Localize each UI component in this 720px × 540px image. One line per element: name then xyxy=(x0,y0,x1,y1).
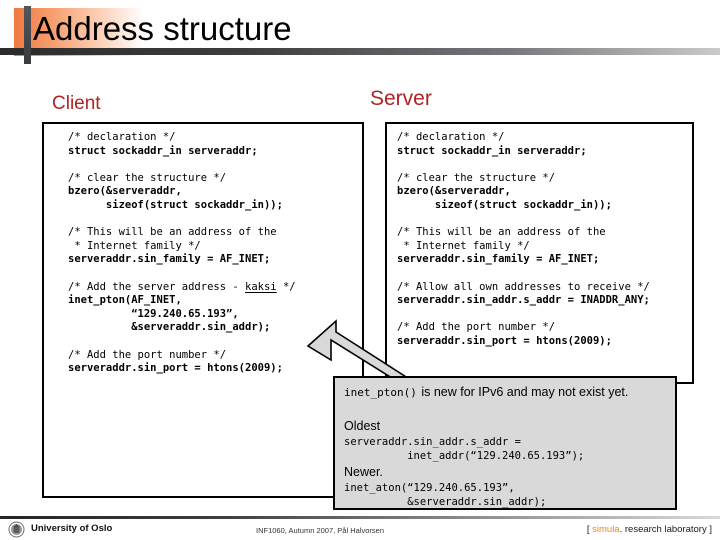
code-statement: struct sockaddr_in serveraddr; xyxy=(397,144,587,157)
spellcheck-word: kaksi xyxy=(245,280,277,293)
callout-headline-function: inet_pton() xyxy=(344,386,417,399)
code-line xyxy=(397,213,650,227)
title-horizontal-rule xyxy=(0,48,720,55)
code-comment: /* clear the structure */ xyxy=(68,171,227,184)
code-comment: /* Add the server address - xyxy=(68,280,246,293)
code-comment: /* This will be an address of the xyxy=(397,226,606,239)
code-line: struct sockaddr_in serveraddr; xyxy=(68,145,296,159)
code-line: * Internet family */ xyxy=(68,240,296,254)
code-line: /* clear the structure */ xyxy=(68,172,296,186)
code-statement: sizeof(struct sockaddr_in)); xyxy=(397,198,612,211)
code-comment: /* Add the port number */ xyxy=(397,321,556,334)
simula-bracket-close: ] xyxy=(706,524,712,535)
code-line xyxy=(68,213,296,227)
code-line: “129.240.65.193”, xyxy=(68,308,296,322)
code-comment: /* This will be an address of the xyxy=(68,226,277,239)
code-line: &serveraddr.sin_addr); xyxy=(68,321,296,335)
code-line: /* declaration */ xyxy=(397,131,650,145)
code-line: sizeof(struct sockaddr_in)); xyxy=(397,199,650,213)
client-column-heading: Client xyxy=(52,93,101,114)
server-code-listing: /* declaration */struct sockaddr_in serv… xyxy=(397,131,650,349)
code-statement: serveraddr.sin_addr.s_addr = INADDR_ANY; xyxy=(397,294,650,307)
footer-rule xyxy=(0,516,720,519)
server-code-box: /* declaration */struct sockaddr_in serv… xyxy=(385,122,694,384)
code-line: /* clear the structure */ xyxy=(397,172,650,186)
code-line: sizeof(struct sockaddr_in)); xyxy=(68,199,296,213)
callout-arrow-icon xyxy=(306,319,415,388)
code-comment: /* declaration */ xyxy=(397,131,505,143)
callout-headline-text: is new for IPv6 and may not exist yet. xyxy=(421,385,629,399)
code-statement: serveraddr.sin_port = htons(2009); xyxy=(68,362,283,375)
code-statement: inet_pton(AF_INET, xyxy=(68,294,182,307)
page-title: Address structure xyxy=(33,10,292,47)
code-line: /* Add the server address - kaksi */ xyxy=(68,281,296,295)
code-line: serveraddr.sin_port = htons(2009); xyxy=(397,335,650,349)
code-line: /* Allow all own addresses to receive */ xyxy=(397,281,650,295)
code-statement: bzero(&serveraddr, xyxy=(397,185,511,198)
title-vertical-bar xyxy=(24,6,31,64)
footer-course-info: INF1060, Autumn 2007, Pål Halvorsen xyxy=(256,526,384,535)
code-comment: * Internet family */ xyxy=(68,239,201,252)
code-line: bzero(&serveraddr, xyxy=(397,185,650,199)
code-line: /* declaration */ xyxy=(68,131,296,145)
code-line: /* This will be an address of the xyxy=(397,226,650,240)
code-line: serveraddr.sin_port = htons(2009); xyxy=(68,362,296,376)
callout-box: inet_pton() is new for IPv6 and may not … xyxy=(333,376,677,510)
code-line: struct sockaddr_in serveraddr; xyxy=(397,145,650,159)
code-comment: /* clear the structure */ xyxy=(397,171,556,184)
slide-title-bar: Address structure xyxy=(0,0,720,64)
university-seal-icon xyxy=(8,521,25,538)
server-column-heading: Server xyxy=(370,87,432,110)
simula-logo: [ simula. research laboratory ] xyxy=(587,524,712,535)
code-statement: serveraddr.sin_family = AF_INET; xyxy=(397,253,600,266)
code-line: /* Add the port number */ xyxy=(68,349,296,363)
code-line xyxy=(397,308,650,322)
callout-oldest-code: serveraddr.sin_addr.s_addr = inet_addr(“… xyxy=(344,436,585,462)
code-comment: * Internet family */ xyxy=(397,239,530,252)
code-statement: sizeof(struct sockaddr_in)); xyxy=(68,198,283,211)
code-line xyxy=(68,158,296,172)
code-statement: serveraddr.sin_family = AF_INET; xyxy=(68,253,271,266)
callout-newer-label: Newer. xyxy=(344,465,383,479)
code-line: /* This will be an address of the xyxy=(68,226,296,240)
code-line: bzero(&serveraddr, xyxy=(68,185,296,199)
code-comment: /* Allow all own addresses to receive */ xyxy=(397,280,650,293)
code-line xyxy=(68,335,296,349)
client-code-box: /* declaration */struct sockaddr_in serv… xyxy=(42,122,364,498)
code-line: inet_pton(AF_INET, xyxy=(68,294,296,308)
code-comment: */ xyxy=(276,280,296,293)
footer-university-label: University of Oslo xyxy=(31,523,113,534)
title-horizontal-rule-dark-cap xyxy=(0,48,40,55)
code-statement: serveraddr.sin_port = htons(2009); xyxy=(397,334,612,347)
simula-brand: simula xyxy=(592,524,620,535)
simula-bracket-open: [ xyxy=(586,524,593,535)
callout-newer-code: inet_aton(“129.240.65.193”, &serveraddr.… xyxy=(344,482,547,508)
code-line: /* Add the port number */ xyxy=(397,321,650,335)
code-line: * Internet family */ xyxy=(397,240,650,254)
code-comment: /* declaration */ xyxy=(68,131,176,143)
code-comment: /* Add the port number */ xyxy=(68,348,227,361)
code-line: serveraddr.sin_addr.s_addr = INADDR_ANY; xyxy=(397,294,650,308)
code-line xyxy=(397,267,650,281)
code-statement: &serveraddr.sin_addr); xyxy=(68,321,271,334)
code-line: serveraddr.sin_family = AF_INET; xyxy=(397,253,650,267)
callout-oldest-label: Oldest xyxy=(344,419,381,433)
client-code-listing: /* declaration */struct sockaddr_in serv… xyxy=(68,131,296,376)
code-statement: bzero(&serveraddr, xyxy=(68,185,182,198)
code-line xyxy=(68,267,296,281)
callout-headline: inet_pton() is new for IPv6 and may not … xyxy=(344,383,628,401)
simula-rest: . research laboratory xyxy=(619,524,707,535)
code-line xyxy=(397,158,650,172)
code-line: serveraddr.sin_family = AF_INET; xyxy=(68,253,296,267)
code-statement: struct sockaddr_in serveraddr; xyxy=(68,144,258,157)
code-statement: “129.240.65.193”, xyxy=(68,307,239,320)
